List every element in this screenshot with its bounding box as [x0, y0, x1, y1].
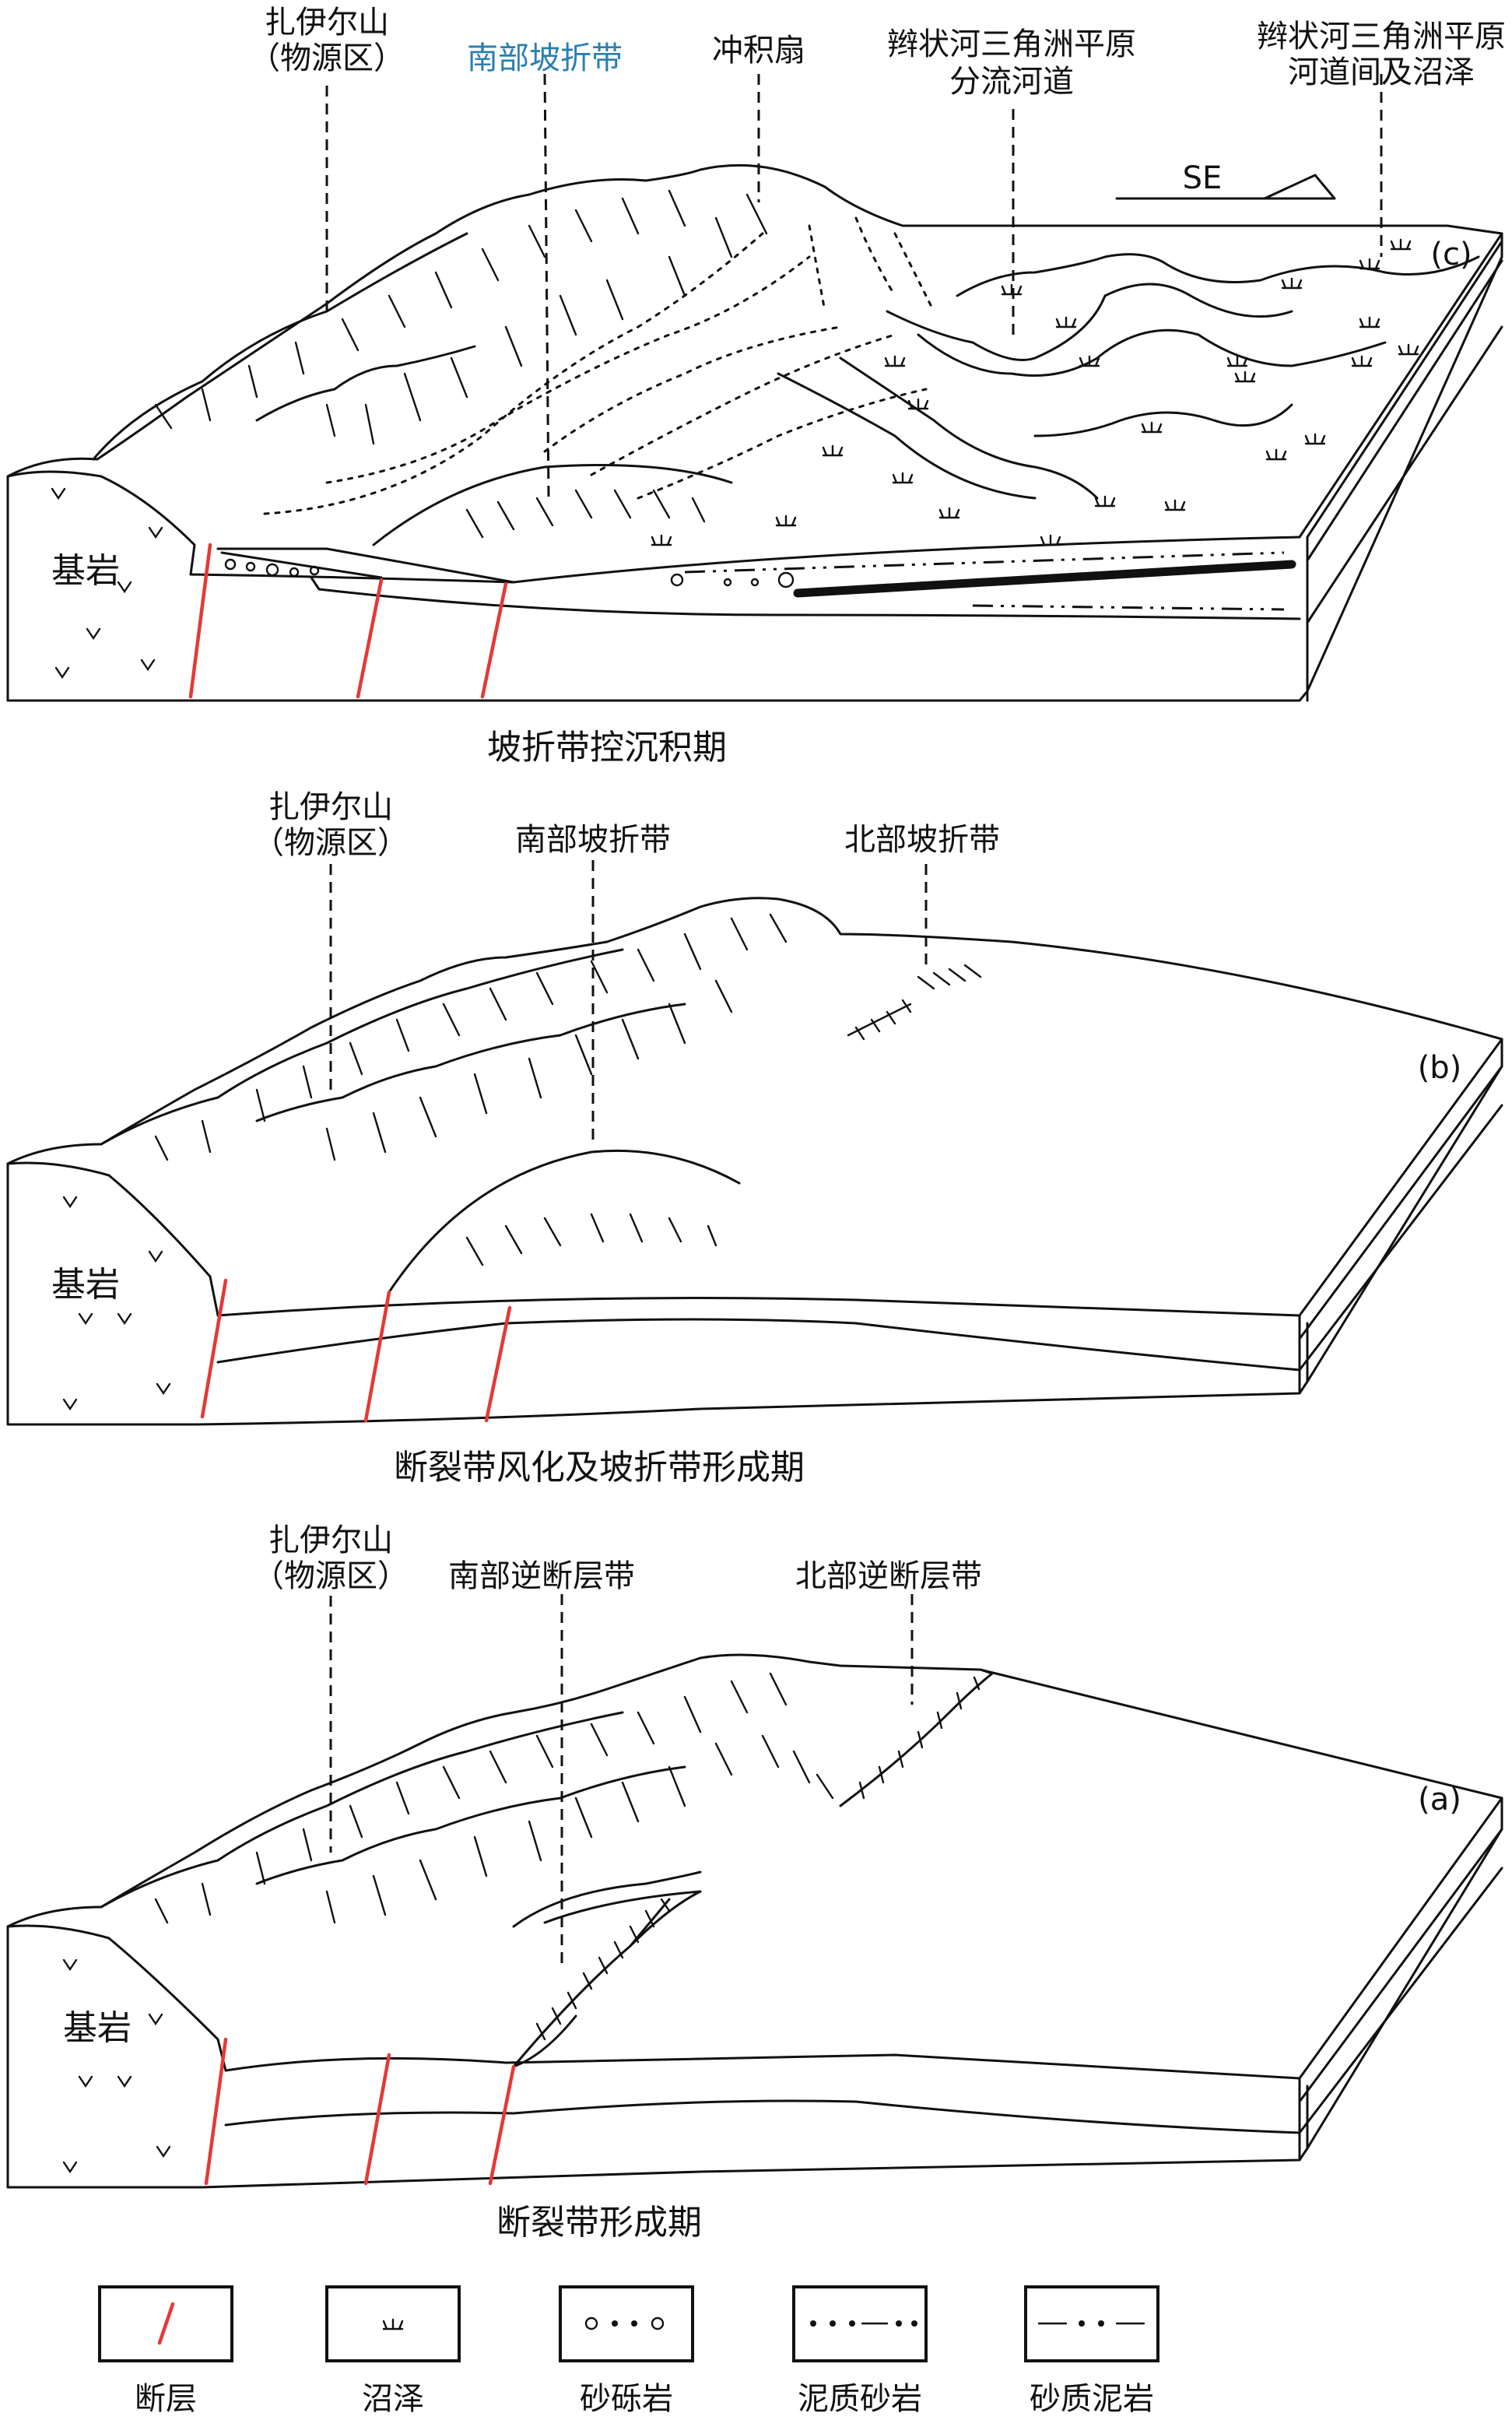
panel-c-slope-break-controlled-deposition: 扎伊尔山 （物源区） 南部坡折带 冲积扇 辫状河三角洲平原 分流河道 辫状河三角… — [6, 5, 1506, 767]
legend-item-marsh: 沼泽 — [325, 2285, 461, 2417]
legend-item-fault: 断层 — [98, 2285, 233, 2417]
panel-b-label-source-1: 扎伊尔山 — [268, 789, 393, 825]
panel-c-mountain-hachures — [92, 189, 768, 461]
legend-item-muddy-sandstone: 泥质砂岩 — [792, 2285, 928, 2417]
panel-c-block-outline — [6, 163, 1503, 702]
panel-c-caption: 坡折带控沉积期 — [487, 728, 727, 767]
panel-b-block-outline — [6, 897, 1503, 1426]
panel-c-slope-break-ridge — [372, 464, 733, 546]
panel-c-fault-lines — [188, 543, 508, 699]
panel-a-label-id: (a) — [1418, 1782, 1461, 1818]
panel-a-label-north-fault: 北部逆断层带 — [795, 1558, 982, 1594]
panel-c-label-interchannel-2: 河道间及沼泽 — [1288, 54, 1475, 90]
panel-a-block-outline — [6, 1653, 1503, 2189]
legend-label-sandy-mudstone: 砂质泥岩 — [1030, 2381, 1154, 2417]
panel-c-gravel-wedge — [224, 558, 795, 588]
panel-c-label-source-1: 扎伊尔山 — [265, 5, 389, 40]
legend-label-marsh: 沼泽 — [362, 2381, 424, 2417]
legend-item-conglomerate: 砂砾岩 — [559, 2285, 694, 2417]
panel-b-fault-weathering-slope-break: 扎伊尔山 （物源区） 南部坡折带 北部坡折带 (b) 基岩 断裂带风化及坡折带形… — [6, 789, 1503, 1487]
panel-a-bedrock-marks — [62, 1958, 171, 2173]
panel-c-label-interchannel-1: 辫状河三角洲平原 — [1257, 19, 1506, 54]
panel-c-label-alluvial-fan: 冲积扇 — [712, 33, 805, 68]
panel-a-label-source-1: 扎伊尔山 — [268, 1523, 393, 1558]
panel-c-distributary-channels — [777, 253, 1480, 500]
panel-a-north-thrust-hatch — [858, 1676, 981, 1800]
panel-c-se-arrow — [1115, 174, 1336, 200]
panel-c-label-bedrock: 基岩 — [51, 551, 120, 591]
panel-a-label-bedrock: 基岩 — [63, 2008, 132, 2048]
panel-a-mountain-hachures — [100, 1672, 834, 1924]
panel-b-label-bedrock: 基岩 — [51, 1265, 120, 1305]
panel-c-leader-slope — [543, 73, 550, 499]
panel-a-south-thrust-hatch — [535, 1898, 671, 2041]
panel-b-label-south-slope: 南部坡折带 — [515, 822, 671, 858]
panel-c-label-direction: SE — [1183, 160, 1223, 196]
panel-a-caption: 断裂带形成期 — [496, 2203, 702, 2243]
panel-c-alluvial-fan-channels — [263, 216, 935, 515]
legend-label-conglomerate: 砂砾岩 — [580, 2381, 673, 2417]
panel-b-caption: 断裂带风化及坡折带形成期 — [394, 1448, 805, 1487]
panel-a-label-south-fault: 南部逆断层带 — [448, 1558, 635, 1594]
panel-b-fault-lines — [200, 1278, 512, 1423]
panel-a-fault-lines — [204, 2037, 516, 2186]
panel-c-label-id: (c) — [1430, 237, 1472, 272]
panel-c-label-channel-1: 辫状河三角洲平原 — [887, 26, 1136, 62]
panel-b-label-source-2: （物源区） — [253, 825, 409, 861]
panel-b-label-id: (b) — [1418, 1050, 1462, 1086]
panel-a-label-source-2: （物源区） — [253, 1558, 409, 1594]
panel-c-label-south-slope: 南部坡折带 — [467, 40, 623, 76]
legend-label-muddy-sandstone: 泥质砂岩 — [798, 2381, 922, 2417]
panel-a-fault-zone-formation: 扎伊尔山 （物源区） 南部逆断层带 北部逆断层带 (a) 基岩 断裂带形成期 — [6, 1523, 1503, 2243]
legend-label-fault: 断层 — [135, 2381, 197, 2417]
legend: 断层 沼泽 砂砾岩 泥质砂岩 砂质泥岩 — [98, 2285, 1159, 2417]
panel-c-label-channel-2: 分流河道 — [949, 64, 1074, 100]
panel-b-label-north-slope: 北部坡折带 — [844, 822, 1000, 858]
legend-item-sandy-mudstone: 砂质泥岩 — [1024, 2285, 1159, 2417]
panel-b-north-slope-marks — [847, 964, 982, 1041]
panel-c-label-source-2: （物源区） — [249, 40, 405, 76]
panel-b-mountain-hachures — [100, 913, 788, 1161]
